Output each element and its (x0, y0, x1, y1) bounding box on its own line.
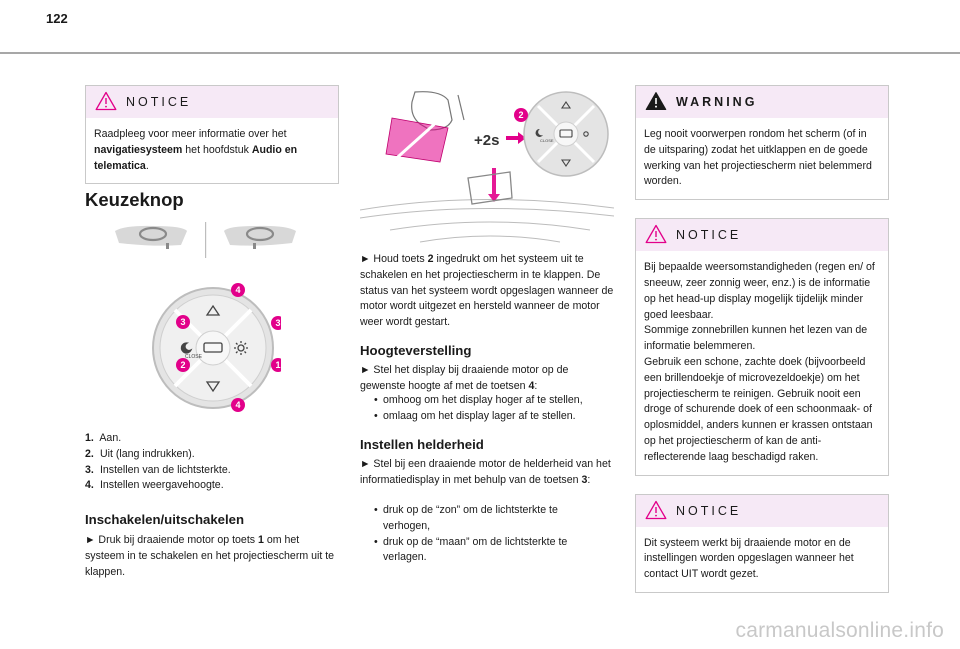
notice-header: NOTICE (86, 86, 338, 118)
para-text: ► Druk bij draaiende motor op toets (85, 534, 259, 546)
list-text: Uit (lang indrukken). (99, 447, 195, 460)
paragraph-inschakelen: ► Druk bij draaiende motor op toets 1 om… (85, 533, 339, 580)
notice-paragraph: Sommige zonnebrillen kunnen het lezen va… (644, 324, 868, 353)
page-number: 122 (46, 11, 68, 26)
para-bold: 1 (258, 534, 264, 546)
para-text: : (534, 379, 538, 392)
bullet-list-helderheid: druk op de “zon” om de lichtsterkte te v… (360, 503, 598, 566)
callout-3-left: 3 (180, 317, 185, 327)
column-left: NOTICE Raadpleeg voor meer informatie ov… (85, 85, 339, 578)
control-knob-illustration: CLOSE 4 3 3 2 1 4 (152, 283, 281, 412)
warning-triangle-icon (95, 91, 117, 111)
notice-header: NOTICE (636, 494, 888, 527)
paragraph-helderheid: ► Stel bij een draaiende motor de helder… (360, 457, 614, 489)
notice-text: Dit systeem werkt bij draaiende motor en… (644, 536, 854, 581)
callout-4-bottom: 4 (235, 400, 240, 410)
callout-4-top: 4 (235, 285, 240, 295)
key-list: 1. Aan. 2. Uit (lang indrukken). 3. Inst… (85, 431, 231, 494)
para-text: ingedrukt om het systeem uit te schakele… (360, 253, 614, 329)
list-number: 1. (85, 432, 94, 444)
callout-2: 2 (518, 110, 523, 120)
list-item: 3. Instellen van de lichtsterkte. (85, 463, 231, 479)
paragraph-hoogte: ► Stel het display bij draaiende motor o… (360, 363, 614, 395)
para-text: : (587, 473, 591, 486)
hud-close-illustration: +2s CLOSE 2 (360, 91, 614, 243)
list-item: omhoog om het display hoger af te stelle… (374, 393, 614, 409)
column-right: WARNING Leg nooit voorwerpen rondom het … (635, 85, 889, 593)
para-bold: 2 (427, 253, 434, 265)
notice-text-part: het hoofdstuk (182, 143, 252, 156)
callout-1: 1 (275, 360, 280, 370)
notice-title: NOTICE (676, 503, 742, 518)
knob-close-label: CLOSE (540, 138, 554, 143)
paragraph-uitschakelen: ► Houd toets 2 ingedrukt om het systeem … (360, 252, 614, 331)
notice-paragraph: Bij bepaalde weersomstandigheden (regen … (644, 261, 875, 321)
notice-paragraph: Gebruik een schone, zachte doek (bijvoor… (644, 355, 873, 463)
warning-header: WARNING (636, 86, 888, 118)
notice-title: NOTICE (126, 95, 192, 109)
warning-box: WARNING Leg nooit voorwerpen rondom het … (635, 85, 889, 201)
subheading-helderheid: Instellen helderheid (360, 437, 484, 452)
notice-box-settings: NOTICE Dit systeem werkt bij draaiende m… (635, 493, 889, 593)
notice-text-part: . (145, 159, 149, 172)
warning-title: WARNING (676, 95, 758, 109)
notice-box: NOTICE Raadpleeg voor meer informatie ov… (85, 85, 339, 185)
para-text: ► Stel bij een draaiende motor de helder… (360, 458, 611, 486)
list-item: druk op de “zon” om de lichtsterkte te v… (374, 503, 598, 535)
notice-text-part: Raadpleeg voor meer informatie over het (94, 128, 287, 140)
list-text: Aan. (99, 432, 122, 444)
list-item: 4. Instellen weergavehoogte. (85, 478, 231, 494)
notice-bold-term: navigatiesysteem (94, 143, 183, 156)
list-text: Instellen weergavehoogte. (99, 479, 224, 492)
list-item: 1. Aan. (85, 431, 231, 447)
list-number: 2. (85, 447, 94, 460)
para-bold: 4 (528, 379, 535, 392)
steering-wheel-illustration (115, 222, 296, 258)
para-bold: 3 (581, 473, 588, 486)
header-rule (0, 52, 960, 54)
warning-filled-triangle-icon (645, 92, 667, 110)
list-text: Instellen van de lichtsterkte. (99, 463, 231, 476)
callout-3-right: 3 (275, 318, 280, 328)
notice-text: Bij bepaalde weersomstandigheden (regen … (636, 251, 888, 474)
hold-duration-label: +2s (474, 132, 499, 149)
knob-close-label: CLOSE (185, 354, 203, 360)
notice-box-weather: NOTICE Bij bepaalde weersomstandigheden … (635, 218, 889, 476)
callout-2: 2 (180, 360, 185, 370)
subheading-inschakelen: Inschakelen/uitschakelen (85, 512, 245, 527)
notice-header: NOTICE (636, 219, 888, 252)
list-number: 3. (85, 463, 94, 476)
para-text: ► Houd toets (360, 253, 428, 265)
para-text: ► Stel het display bij draaiende motor o… (360, 364, 569, 392)
list-item: 2. Uit (lang indrukken). (85, 447, 231, 463)
notice-bold-term: Audio en telematica (94, 143, 298, 172)
warning-triangle-icon (645, 500, 667, 519)
warning-triangle-icon (645, 225, 667, 244)
list-number: 4. (85, 479, 94, 492)
section-heading-keuzeknop: Keuzeknop (85, 189, 184, 210)
list-item: druk op de “maan” om de lichtsterkte te … (374, 535, 598, 567)
list-item: omlaag om het display lager af te stelle… (374, 409, 614, 425)
notice-text: Raadpleeg voor meer informatie over het … (86, 118, 338, 183)
watermark: carmanualsonline.info (735, 619, 944, 642)
bullet-list-hoogte: omhoog om het display hoger af te stelle… (360, 393, 614, 425)
notice-title: NOTICE (676, 228, 742, 243)
warning-text: Leg nooit voorwerpen rondom het scherm (… (644, 128, 872, 188)
subheading-hoogteverstelling: Hoogteverstelling (360, 343, 472, 358)
para-text: om het systeem in te schakelen en het pr… (85, 534, 335, 578)
